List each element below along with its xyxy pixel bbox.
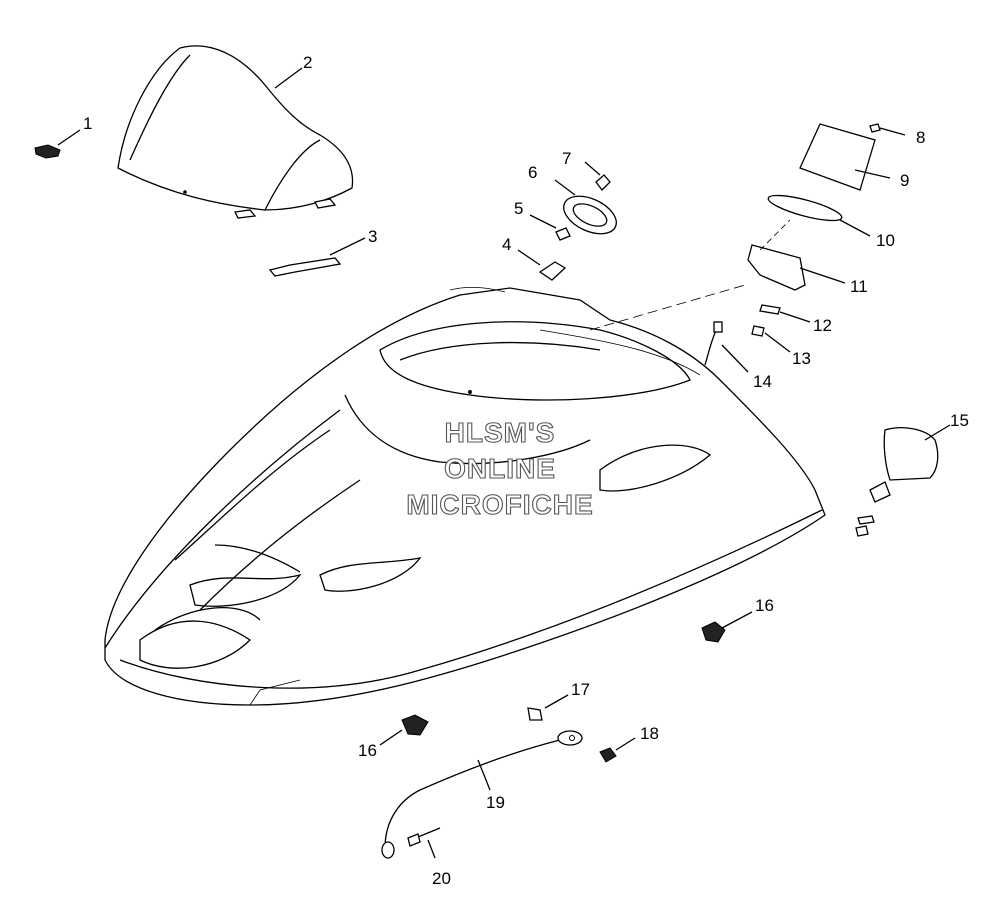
callout-5: 5 bbox=[514, 199, 523, 218]
part-16-clip-left bbox=[379, 714, 429, 746]
callout-16-left: 16 bbox=[358, 741, 377, 760]
callout-labels: 1 2 3 4 5 6 7 8 9 10 11 12 13 14 15 16 1… bbox=[83, 53, 969, 888]
callout-14: 14 bbox=[753, 372, 772, 391]
callout-9: 9 bbox=[900, 171, 909, 190]
part-18-nut bbox=[599, 737, 636, 763]
watermark: HLSM'S ONLINE MICROFICHE bbox=[406, 416, 593, 520]
part-2-windshield bbox=[117, 45, 354, 219]
watermark-line-3: MICROFICHE bbox=[406, 489, 593, 520]
callout-17: 17 bbox=[571, 680, 590, 699]
part-19-tether bbox=[381, 730, 583, 859]
callout-1: 1 bbox=[83, 114, 92, 133]
callout-20: 20 bbox=[432, 869, 451, 888]
part-12-14-connectors bbox=[589, 284, 811, 373]
part-1-screw bbox=[34, 129, 81, 159]
callout-11: 11 bbox=[850, 277, 868, 296]
hood-body bbox=[104, 286, 826, 706]
callout-3: 3 bbox=[368, 227, 377, 246]
callout-12: 12 bbox=[813, 316, 832, 335]
callout-2: 2 bbox=[303, 53, 312, 72]
watermark-line-2: ONLINE bbox=[444, 453, 556, 484]
callout-10: 10 bbox=[876, 231, 895, 250]
callout-19: 19 bbox=[486, 793, 505, 812]
part-3-strip bbox=[268, 237, 366, 277]
callout-4: 4 bbox=[502, 235, 511, 254]
part-15-mirror bbox=[855, 424, 951, 537]
part-17-bolt bbox=[527, 694, 569, 721]
callout-6: 6 bbox=[528, 163, 537, 182]
callout-8: 8 bbox=[916, 128, 925, 147]
part-20-rivet bbox=[407, 827, 441, 859]
watermark-line-1: HLSM'S bbox=[445, 417, 556, 448]
part-16-clip-right bbox=[701, 611, 753, 643]
callout-13: 13 bbox=[792, 349, 811, 368]
callout-16-right: 16 bbox=[755, 596, 774, 615]
callout-7: 7 bbox=[562, 149, 571, 168]
callout-18: 18 bbox=[640, 724, 659, 743]
part-4-6-gauge-assembly bbox=[517, 161, 617, 281]
part-8-11-housing bbox=[747, 123, 906, 291]
callout-15: 15 bbox=[950, 411, 969, 430]
